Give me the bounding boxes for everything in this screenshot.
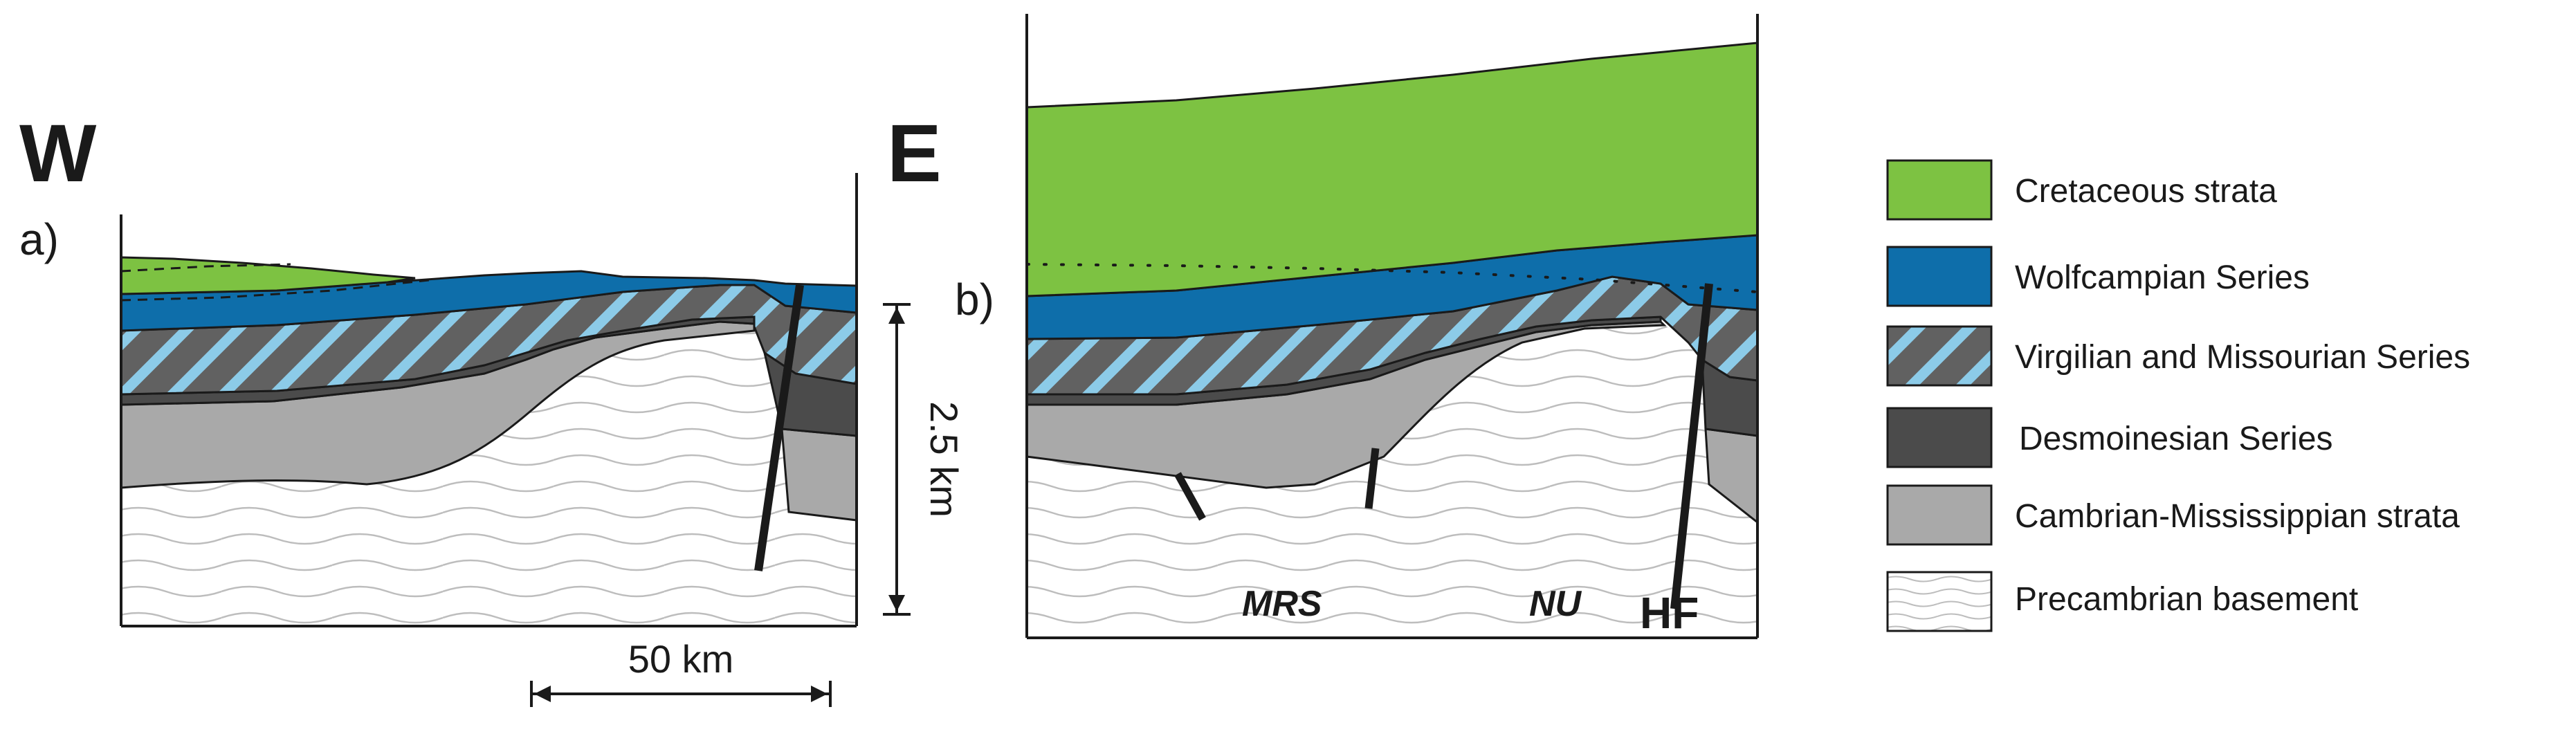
legend-item-desmoinesian: Desmoinesian Series	[1886, 407, 2333, 468]
panel-a-cambrian-mississippian	[120, 320, 756, 489]
panel-b-fault-hf	[1670, 283, 1713, 609]
panel-a-label: a)	[19, 214, 59, 264]
panel-a-precambrian-basement	[121, 327, 857, 626]
west-label: W	[19, 108, 97, 199]
legend-item-virgilian-missourian: Virgilian and Missourian Series	[1886, 325, 2470, 387]
legend-item-cambrian-mississippian: Cambrian-Mississippian strata	[1886, 484, 2460, 546]
legend-label: Cretaceous strata	[2015, 173, 2277, 210]
panel-b-label: b)	[955, 275, 994, 324]
fault-label-hf: HF	[1640, 588, 1699, 638]
panel-b-fault-mrs-2	[1364, 448, 1380, 509]
panel-b-cretaceous	[1025, 42, 1759, 297]
panel-b: b) MRS NU HF	[955, 14, 1759, 639]
panel-a-dashed-contact	[120, 263, 430, 302]
vertical-scale-bar	[883, 303, 911, 616]
legend-item-cretaceous: Cretaceous strata	[1886, 159, 2277, 221]
panel-b-cambrian-mississippian	[1025, 320, 1667, 489]
legend-item-precambrian: Precambrian basement	[1886, 571, 2358, 632]
legend-label: Virgilian and Missourian Series	[2015, 339, 2470, 376]
panel-a-fault	[754, 284, 804, 571]
panel-a-cambrian-mississippian-east	[780, 428, 858, 522]
legend-label: Wolfcampian Series	[2015, 259, 2310, 296]
horizontal-scale-label: 50 km	[628, 637, 734, 681]
fault-label-nu: NU	[1529, 584, 1582, 624]
panel-b-fault-mrs-1	[1174, 472, 1206, 521]
legend-label: Desmoinesian Series	[2019, 421, 2333, 457]
horizontal-scale-bar	[530, 681, 832, 707]
legend-label: Cambrian-Mississippian strata	[2015, 498, 2460, 535]
panel-b-precambrian-basement	[1027, 325, 1757, 638]
legend: Cretaceous strata Wolfcampian Series Vir…	[1886, 159, 2470, 632]
legend-item-wolfcampian: Wolfcampian Series	[1886, 246, 2310, 307]
fault-label-mrs: MRS	[1242, 584, 1322, 624]
east-label: E	[887, 108, 942, 199]
vertical-scale-label: 2.5 km	[922, 401, 966, 517]
panel-a: W a) E 2.5 km 50 km	[19, 108, 966, 707]
legend-label: Precambrian basement	[2015, 581, 2358, 618]
